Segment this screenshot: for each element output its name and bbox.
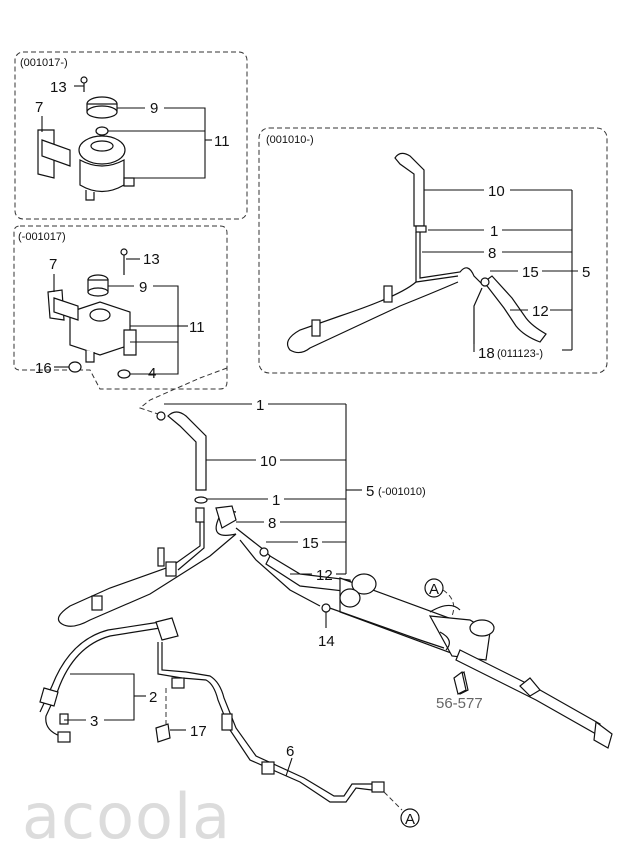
callout-1b-main: 1 <box>272 492 280 509</box>
callout-5-main: 5 <box>366 483 374 500</box>
callout-8-right: 8 <box>488 245 496 262</box>
callout-17-main: 17 <box>190 723 207 740</box>
box-right-range: (001010-) <box>266 134 314 146</box>
box-top-range: (001017-) <box>20 57 68 69</box>
ref-a-top: A <box>424 578 455 617</box>
callout-11-mid: 11 <box>189 319 205 336</box>
steering-gear <box>339 573 613 749</box>
callout-18-range: (011123-) <box>497 348 543 360</box>
callout-18-right: 18 <box>478 345 495 362</box>
callout-1-right: 1 <box>490 223 498 240</box>
hose-assembly-right <box>287 152 547 354</box>
main-assembly <box>39 411 613 803</box>
box-mid: (-001017) 13 7 9 11 16 4 <box>13 225 228 415</box>
box-top: (001017-) 13 7 9 11 <box>14 51 248 220</box>
reference-number: 56-577 <box>436 695 483 712</box>
watermark: acoola <box>22 780 231 848</box>
reservoir-mid <box>47 248 137 379</box>
callout-2-main: 2 <box>149 689 157 706</box>
callout-8-main: 8 <box>268 515 276 532</box>
callout-16-mid: 16 <box>35 360 52 377</box>
ref-a-bottom-label: A <box>405 811 415 828</box>
callout-10-main: 10 <box>260 453 277 470</box>
box-mid-range: (-001017) <box>18 231 66 243</box>
callout-15-right: 15 <box>522 264 539 281</box>
ref-a-top-label: A <box>429 581 439 598</box>
callout-12-main: 12 <box>316 567 333 584</box>
callout-11-top: 11 <box>214 133 230 150</box>
reservoir-top <box>37 76 135 201</box>
callout-10-right: 10 <box>488 183 505 200</box>
callout-3-main: 3 <box>90 713 98 730</box>
ref-a-bottom: A <box>383 791 420 828</box>
callout-12-right: 12 <box>532 303 549 320</box>
callout-9-top: 9 <box>150 100 158 117</box>
callout-15-main: 15 <box>302 535 319 552</box>
callout-5-right: 5 <box>582 264 590 281</box>
callout-13-top: 13 <box>50 79 67 96</box>
callout-1a-main: 1 <box>256 397 264 414</box>
box-right: (001010-) 10 1 8 15 5 12 18 <box>258 127 608 374</box>
callout-4-mid: 4 <box>148 365 156 382</box>
callout-7-mid: 7 <box>49 256 57 273</box>
callout-9-mid: 9 <box>139 279 147 296</box>
callout-7-top: 7 <box>35 99 43 116</box>
callout-13-mid: 13 <box>143 251 160 268</box>
callout-5-range: (-001010) <box>378 486 426 498</box>
callout-6-main: 6 <box>286 743 294 760</box>
callout-14-main: 14 <box>318 633 335 650</box>
